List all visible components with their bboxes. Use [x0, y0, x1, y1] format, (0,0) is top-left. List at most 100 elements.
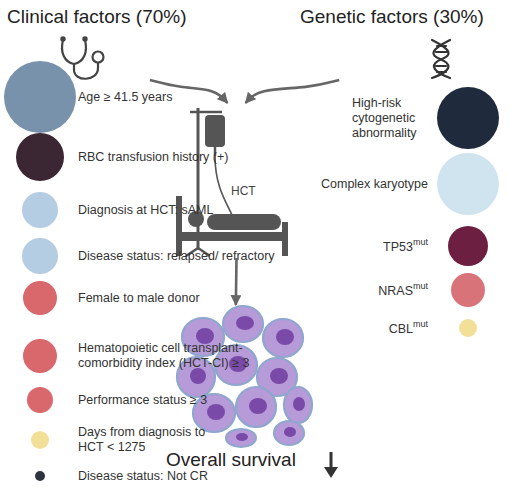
cell-nucleus [276, 329, 294, 345]
iv-tube [215, 156, 232, 215]
dna-strand [432, 40, 450, 78]
risk-factor: Disease status: relapsed/ refractory [22, 232, 308, 280]
risk-factor: RBC transfusion history (+) [16, 133, 248, 181]
cell-nuclei [190, 316, 305, 441]
cell-nucleus [270, 368, 288, 384]
label-box: Age ≥ 41.5 years [78, 90, 238, 105]
flow-arrow [235, 258, 238, 305]
node-text: Age ≥ 41.5 years [78, 90, 172, 104]
label-box: Hematopoietic cell transplant-comorbidit… [78, 341, 260, 371]
node-text: Female to male donor [78, 291, 200, 305]
factor-dot-canvas [22, 192, 58, 228]
dna-icon [432, 40, 450, 78]
superscript-text: mut [413, 319, 428, 329]
factor-dot [4, 61, 76, 133]
stethoscope-earpiece [61, 37, 64, 40]
node-text: Disease status: Not CR [78, 469, 208, 483]
node-text: Genetic factors (30%) [300, 6, 484, 27]
cell-nucleus [190, 368, 206, 384]
label-box: Clinical factors (70%) [7, 6, 213, 29]
risk-factor: Complex karyotype [298, 153, 499, 215]
label-box: Genetic factors (30%) [300, 6, 513, 29]
cell-nucleus [293, 397, 305, 411]
cell-body [284, 387, 312, 423]
node-text: NRAS [378, 284, 413, 298]
cell-nucleus [236, 433, 248, 441]
dna-rung [437, 71, 446, 73]
flow-arrow [246, 80, 340, 103]
risk-factor: TP53mut [298, 222, 488, 270]
label-box: Overall survival [166, 449, 336, 472]
label-box: Performance status ≥ 3 [78, 393, 238, 408]
node-text: HCT [231, 184, 256, 198]
risk-factor: Female to male donor [23, 274, 238, 322]
label-box: Diagnosis at HCT: sAML [78, 203, 248, 218]
risk-factor: Hematopoietic cell transplant-comorbidit… [23, 332, 260, 380]
node-text: Overall survival [166, 449, 296, 470]
factor-dot [16, 133, 64, 181]
node-text: TP53 [383, 240, 413, 254]
cell-nucleus [284, 427, 296, 437]
label-box: HCT [231, 184, 271, 198]
factor-dot [459, 319, 477, 337]
cell-body [226, 429, 256, 447]
node-text: RBC transfusion history (+) [78, 150, 228, 164]
factor-dot-canvas [23, 281, 57, 315]
stethoscope-tube [74, 63, 98, 79]
label-box: Disease status: Not CR [78, 469, 238, 484]
factor-dot-canvas [437, 87, 499, 149]
risk-factor: CBLmut [298, 304, 477, 352]
factor-dot [31, 431, 49, 449]
factor-dot [23, 339, 57, 373]
factor-heading: Genetic factors (30%) [298, 4, 515, 80]
factor-dot-canvas [23, 339, 57, 373]
iv-pole [197, 108, 200, 250]
decrease-arrow [324, 452, 338, 478]
cell-nucleus [207, 404, 225, 420]
stethoscope-earpiece [83, 37, 86, 40]
factor-dot-canvas [16, 133, 64, 181]
factor-dot-canvas [451, 273, 485, 307]
node-text: Disease status: relapsed/ refractory [78, 249, 275, 263]
cell-nucleus [236, 316, 254, 330]
flow-arrow [150, 80, 228, 103]
node-text: Clinical factors (70%) [7, 6, 187, 27]
iv-hook [190, 111, 222, 114]
cell-nucleus [249, 398, 267, 414]
label-box: CBLmut [298, 319, 428, 336]
cell-body [263, 319, 303, 357]
factor-dot [23, 281, 57, 315]
transplant-node: HCT [165, 103, 295, 258]
factor-dot-canvas [35, 471, 45, 481]
outcome-node: Overall survival [160, 305, 345, 485]
label-box: High-risk cytogenetic abnormality [352, 96, 432, 141]
risk-factor: Age ≥ 41.5 years [4, 61, 238, 133]
node-text: Performance status ≥ 3 [78, 393, 207, 407]
factor-dot [437, 153, 499, 215]
factor-dot [437, 87, 499, 149]
iv-bag [205, 115, 225, 147]
stethoscope-tube [62, 40, 86, 64]
bed-mattress [176, 232, 288, 241]
node-text: Diagnosis at HCT: sAML [78, 203, 213, 217]
factor-dot-canvas [448, 226, 488, 266]
label-box: NRASmut [298, 281, 428, 298]
factor-dot [448, 226, 488, 266]
cell-body [223, 306, 263, 342]
factor-dot-canvas [22, 238, 58, 274]
label-box: Disease status: relapsed/ refractory [78, 249, 308, 264]
node-text: Hematopoietic cell transplant-comorbidit… [78, 341, 249, 370]
node-text: High-risk cytogenetic abnormality [352, 96, 417, 140]
patient-body [207, 214, 281, 230]
risk-factor: High-risk cytogenetic abnormality [352, 87, 499, 149]
factor-dot [451, 273, 485, 307]
risk-factor: Diagnosis at HCT: sAML [22, 186, 248, 234]
hct-icon [176, 108, 288, 256]
factor-dot-canvas [31, 431, 49, 449]
node-text: Complex karyotype [321, 177, 428, 191]
dna-rung [436, 51, 447, 53]
cell-body [236, 387, 276, 427]
factor-dot [22, 238, 58, 274]
